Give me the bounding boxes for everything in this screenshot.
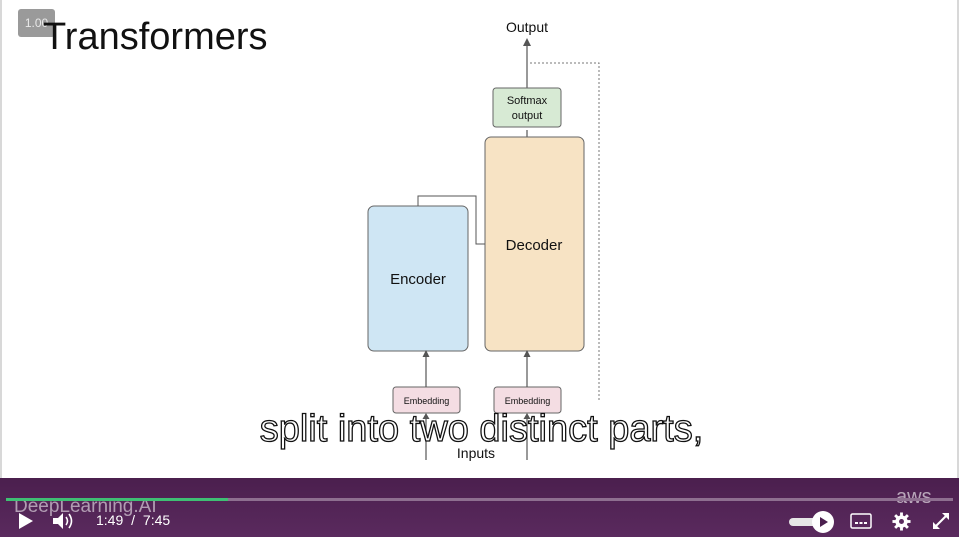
output-arrow-head — [523, 38, 531, 46]
aws-logo: aws — [896, 486, 932, 508]
transformer-diagram: Output Softmax output Decoder Encoder Em… — [367, 19, 600, 461]
embedding-label-left: Embedding — [404, 396, 450, 406]
embedding-to-decoder-arrow-head — [523, 350, 531, 357]
speed-play-icon — [820, 517, 828, 527]
softmax-box — [492, 87, 562, 128]
decoder-label: Decoder — [506, 237, 563, 254]
slide: 1.00 Transformers Output Softmax output … — [0, 0, 959, 478]
duration: 7:45 — [142, 512, 171, 528]
fullscreen-icon[interactable] — [931, 511, 951, 531]
inputs-label: Inputs — [457, 445, 495, 461]
embedding-to-encoder-arrow-head — [422, 350, 430, 357]
deeplearning-ai-watermark: DeepLearning.AI — [14, 496, 157, 517]
input-arrow-right-head — [523, 413, 531, 419]
progress-bar-fill — [6, 498, 228, 501]
embedding-label-right: Embedding — [505, 396, 551, 406]
current-time: 1:49 — [96, 512, 124, 528]
encoder-label: Encoder — [390, 271, 446, 288]
time-separator: / — [131, 512, 136, 528]
captions-icon[interactable] — [850, 513, 872, 530]
softmax-label-line1: Softmax — [507, 95, 548, 107]
subtitle-caption: split into two distinct parts, — [259, 407, 704, 450]
volume-icon[interactable] — [51, 511, 75, 531]
gear-icon[interactable] — [892, 512, 911, 531]
encoder-to-decoder-connector — [417, 195, 485, 245]
input-arrow-left-head — [422, 413, 430, 419]
progress-bar[interactable] — [6, 498, 953, 501]
playback-speed-slider[interactable] — [789, 518, 823, 526]
feedback-dotted-line — [530, 62, 600, 400]
video-player-controls: DeepLearning.AI aws 1:49 / 7:45 — [0, 478, 959, 537]
softmax-label-line2: output — [512, 110, 543, 122]
playback-speed-knob[interactable] — [812, 511, 834, 533]
output-label: Output — [506, 19, 548, 35]
time-display: 1:49 / 7:45 — [96, 512, 170, 528]
slide-title: Transformers — [43, 16, 268, 58]
play-icon[interactable] — [17, 511, 35, 531]
speed-badge: 1.00 — [18, 9, 55, 37]
